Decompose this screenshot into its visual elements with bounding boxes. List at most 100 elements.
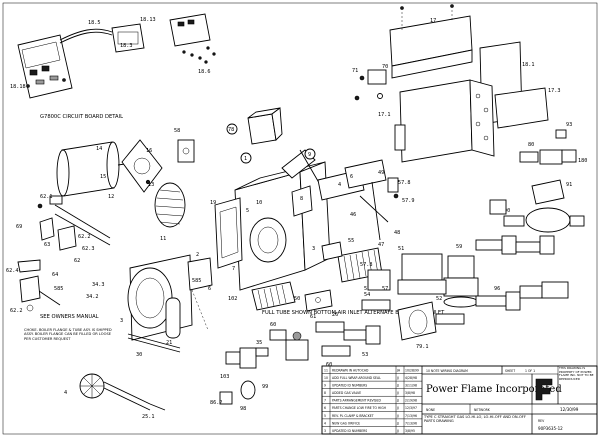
callout-18-18: 18.18 <box>10 84 26 90</box>
drawing-title: TYPE C STRAIGHT GAS LO-HI-LO, LO-HI-OFF … <box>424 415 526 424</box>
rev-by: JJ <box>396 399 399 403</box>
callout-26: 26 <box>332 312 338 318</box>
housing-throat <box>249 217 287 263</box>
rev-date: 2/19/98 <box>405 399 417 403</box>
callout-62: 62 <box>74 258 80 264</box>
callout-17-3: 17.3 <box>548 88 561 94</box>
air-inlet-note: FULL TUBE SHOWN BOTTOM AIR INLET ALTERNA… <box>262 310 445 316</box>
pipe-79 <box>435 313 465 325</box>
rev-label: REV <box>538 419 545 423</box>
rev-description: ADDED GAS VALVE <box>332 391 361 395</box>
pipe-52 <box>343 329 367 341</box>
solenoid-coil <box>447 255 475 279</box>
callout-bubble <box>240 152 252 164</box>
callout-51: 51 <box>398 246 404 252</box>
callout-6: 6 <box>208 286 211 292</box>
hole <box>483 135 489 141</box>
test-cock <box>555 129 567 139</box>
company-name: Power Flame Incorporated <box>426 384 562 395</box>
coupling-96 <box>505 291 521 311</box>
callout-bubble <box>226 123 238 135</box>
callout-57-8: 57.8 <box>398 180 411 186</box>
rev-date: 4/28/98 <box>405 376 417 380</box>
shutoff-valve <box>539 149 563 165</box>
callout-60: 60 <box>270 322 276 328</box>
blade <box>155 205 185 209</box>
bracket-small <box>39 217 55 241</box>
callout-103: 103 <box>220 374 229 380</box>
blower-wheel <box>154 182 186 228</box>
tube-end <box>149 403 166 411</box>
blast-tube-assembly: 3 2 585 21 <box>120 252 213 346</box>
callout-91: 91 <box>566 182 572 188</box>
callout-63: 63 <box>44 242 50 248</box>
tube-leader <box>191 289 209 331</box>
callout-585: 585 <box>192 278 201 284</box>
callout-71: 71 <box>352 68 358 74</box>
rev-by: JJ <box>396 414 399 418</box>
blade <box>156 197 184 201</box>
valve-handle <box>292 331 302 341</box>
rev-number: 9 <box>324 384 326 388</box>
callout-5: 5 <box>246 208 249 214</box>
scanner-hole <box>315 297 321 303</box>
callout-64: 64 <box>52 272 58 278</box>
callout-99: 99 <box>262 384 268 390</box>
callout-3: 3 <box>312 246 315 252</box>
electrode-tube <box>127 333 181 349</box>
transformer <box>367 69 387 85</box>
amp-part-2 <box>187 19 195 25</box>
rev-number: 8 <box>324 391 326 395</box>
grate-frame <box>251 281 296 311</box>
gas-train-right: 91 90 80 180 93 59 51 79 79.1 <box>343 122 587 358</box>
callout-86-2: 86.2 <box>210 400 223 406</box>
callout-6b: 6 <box>350 174 353 180</box>
motor-end <box>56 149 70 197</box>
elbow-103 <box>239 347 257 369</box>
sight-tube <box>165 297 181 339</box>
circuit-board-detail: 18.13 18.5 18.3 18.6 18.18 G7800C CIRCUI… <box>10 13 216 120</box>
shutoff-outlet <box>561 149 577 163</box>
valve-79-port <box>408 309 428 335</box>
title-fo: TYPE C STRAIGHT GAS LO-HI-LO, LO-HI-OFF … <box>424 415 526 424</box>
pipe <box>515 241 541 253</box>
callout-53: 53 <box>362 352 368 358</box>
screw <box>190 53 194 57</box>
rev-number: 3 <box>324 429 326 433</box>
callout-60b: 60 <box>326 362 332 368</box>
callout-4b: 4 <box>64 390 67 396</box>
callout-30: 30 <box>136 352 142 358</box>
board-detail-caption: G7800C CIRCUIT BOARD DETAIL <box>40 114 123 120</box>
board-terminal <box>35 79 45 85</box>
gas-piping <box>475 235 555 255</box>
callout-70: 70 <box>382 64 388 70</box>
transformer-body <box>247 113 277 145</box>
callout-17-1: 17.1 <box>378 112 391 118</box>
rear-cover-parts: 4 6 46 47 48 49 57.8 57.9 <box>317 159 415 248</box>
notice-fo: THIS DRAWING IS PROPERTY OF POWER FLAME … <box>559 367 594 381</box>
callout-21: 21 <box>166 340 172 346</box>
blower-motor: 14 15 16 13 58 12 11 <box>56 128 195 242</box>
switch-dial <box>182 147 190 155</box>
callout-18-5: 18.5 <box>88 20 101 26</box>
callout-62-2b: 62.2 <box>10 308 23 314</box>
linkage-rod <box>359 195 389 223</box>
cock-body <box>269 329 287 341</box>
air-inlet-opening <box>219 206 239 259</box>
flange-opening-inner <box>135 277 165 319</box>
callout-18-1: 18.1 <box>522 62 535 68</box>
callout-34-3: 34.3 <box>92 282 105 288</box>
rev-by: JJ <box>396 421 399 425</box>
rev-number: 10 <box>324 376 328 380</box>
air-inlet-frame <box>214 197 243 269</box>
cap <box>541 281 569 299</box>
elbow-52 <box>365 325 381 345</box>
elbow <box>539 235 555 255</box>
callout-62-4: 62.4 <box>6 268 19 274</box>
regulator-outlet <box>569 215 585 227</box>
module-face <box>117 31 139 45</box>
diffuser-vanes <box>80 374 104 398</box>
